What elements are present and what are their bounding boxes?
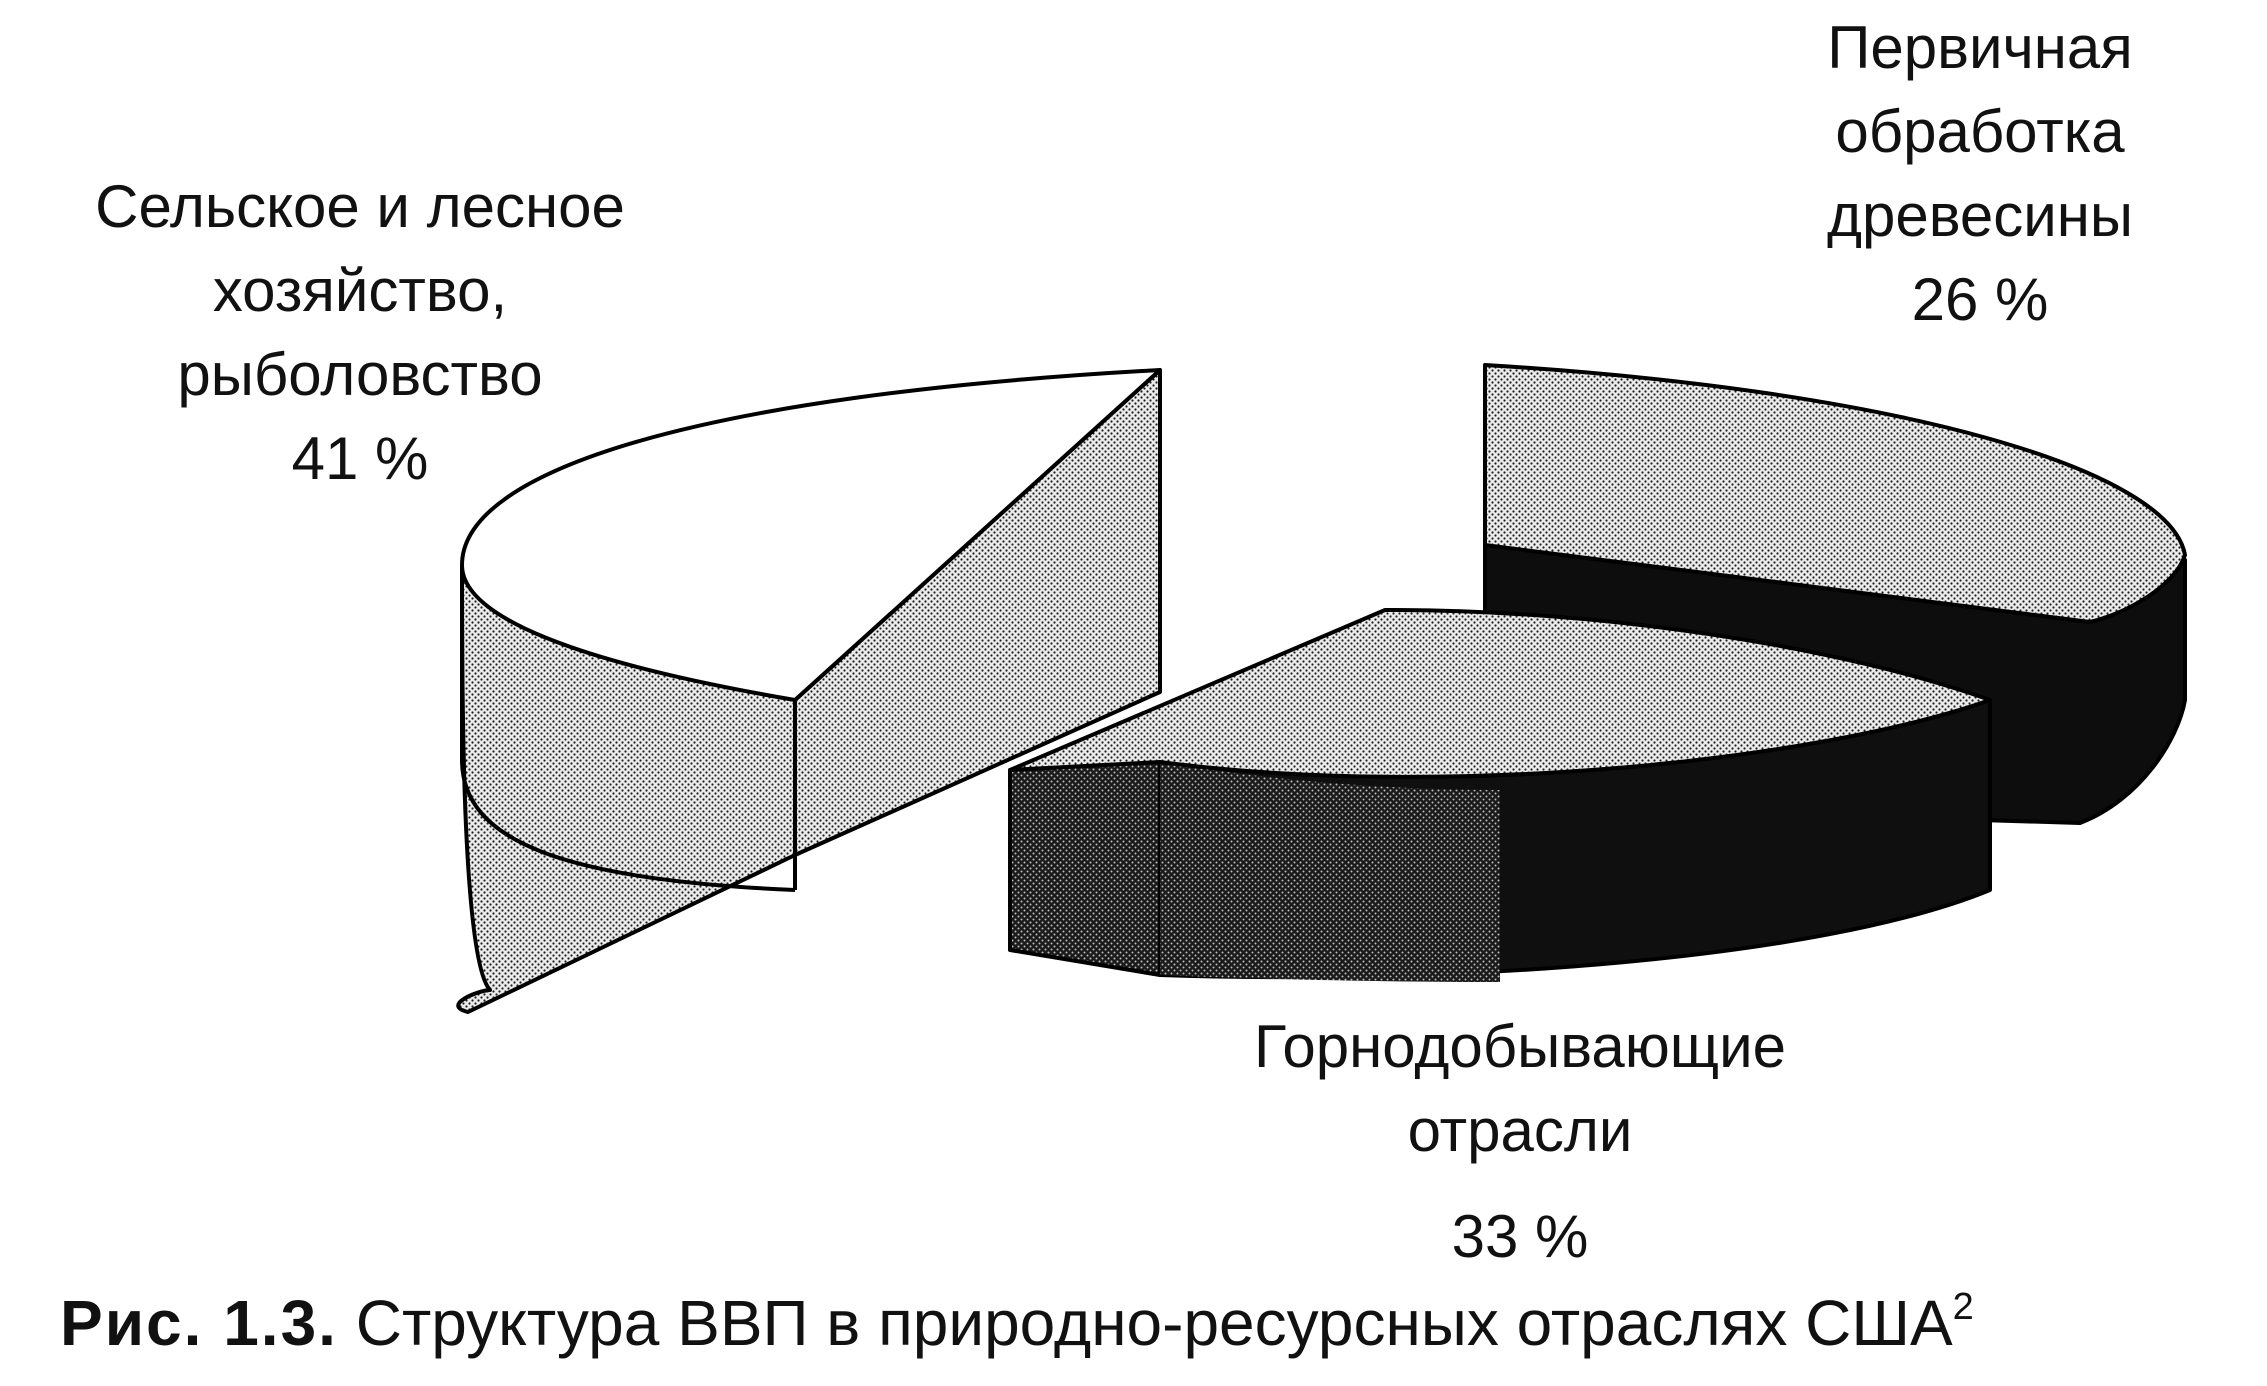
figure-number: Рис. 1.3. [60, 1287, 338, 1359]
pie-slice-agriculture-top [460, 368, 1162, 702]
slice-label-line: древесины [1826, 182, 2134, 249]
slice-label-line: обработка [1835, 98, 2125, 165]
slice-label-line: хозяйство, [212, 257, 508, 324]
pie-slice-mining-top [1008, 608, 1992, 779]
figure-caption: Рис. 1.3. Структура ВВП в природно-ресур… [60, 1283, 1974, 1363]
slice-label-line: рыболовство [177, 341, 543, 408]
pie-slice-mining-cut [1008, 760, 1162, 977]
figure-caption-text: Структура ВВП в природно-ресурсных отрас… [355, 1287, 1953, 1359]
pie-slice-mining-side-texture [1160, 762, 1500, 982]
slice-label-line: отрасли [1407, 1097, 1633, 1164]
slice-label-line: Первичная [1827, 14, 2133, 81]
footnote-mark: 2 [1952, 1286, 1974, 1328]
slice-label-line: Горнодобывающие [1253, 1013, 1787, 1080]
slice-label-mining: Горнодобывающие отрасли 33 % [1180, 1005, 1860, 1279]
slice-label-line: Сельское и лесное [95, 173, 625, 240]
slice-label-agriculture: Сельское и лесное хозяйство, рыболовство… [50, 165, 670, 501]
pie-slice-agriculture-rim [460, 565, 796, 892]
slice-value-label: 33 % [1451, 1203, 1589, 1270]
slice-label-wood: Первичная обработка древесины 26 % [1760, 6, 2200, 342]
slice-value-label: 41 % [291, 425, 429, 492]
pie-slice-agriculture [456, 368, 1162, 1014]
pie-slice-wood-top [1483, 363, 2187, 624]
pie-slice-mining [1008, 608, 1992, 982]
slice-value-label: 26 % [1911, 266, 2049, 333]
